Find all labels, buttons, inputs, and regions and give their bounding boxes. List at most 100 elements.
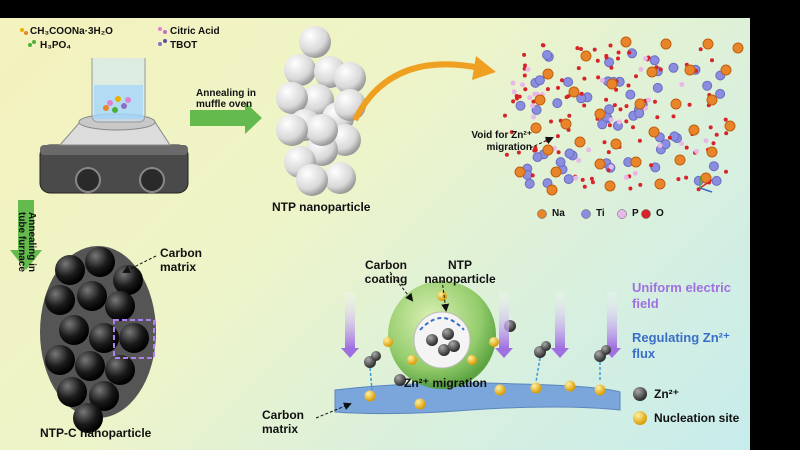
o-atom <box>607 123 612 128</box>
ti-atom <box>515 100 526 111</box>
na-atom <box>648 126 660 138</box>
black-nanoparticle <box>73 403 103 433</box>
o-atom <box>628 186 633 191</box>
o-atom <box>575 46 580 51</box>
label-carbon-coating: Carbon coating <box>364 258 408 286</box>
o-atom <box>511 99 516 104</box>
na-atom <box>604 180 616 192</box>
o-atom <box>698 47 703 52</box>
p-atom <box>599 77 605 83</box>
p-atom <box>679 82 685 87</box>
ntp-pointer <box>441 279 450 312</box>
black-nanoparticle <box>85 247 115 277</box>
carbon-matrix-pointer <box>122 255 157 273</box>
field-arrow-head <box>551 348 569 358</box>
o-atom <box>608 43 613 48</box>
o-atom <box>655 115 660 120</box>
o-atom <box>649 163 654 168</box>
legend-zn-icon <box>633 387 647 401</box>
p-atom <box>638 66 644 72</box>
o-atom <box>606 168 611 173</box>
p-atom <box>679 141 685 147</box>
o-atom <box>696 187 701 192</box>
o-atom <box>624 104 629 109</box>
white-nanoparticle <box>296 164 328 196</box>
label-annealing-muffle: Annealing in muffle oven <box>196 88 256 110</box>
p-atom <box>573 175 579 181</box>
field-arrow-shaft <box>345 292 355 348</box>
o-atom <box>606 150 611 155</box>
surface-ions <box>364 341 611 410</box>
flux-line <box>535 357 541 383</box>
o-atom <box>658 67 663 72</box>
ti-atom <box>711 175 722 186</box>
p-atom <box>510 80 516 86</box>
p-atom <box>694 148 700 154</box>
label-zn-migration: Zn²⁺ migration <box>404 376 487 390</box>
o-atom <box>724 131 729 136</box>
p-atom <box>531 114 537 120</box>
na-atom <box>634 98 646 110</box>
white-nanoparticle <box>284 54 316 86</box>
o-atom <box>612 103 617 108</box>
o-atom <box>549 119 553 124</box>
ntp-core <box>413 311 471 369</box>
label-annealing-tube: Annealing in tube furnace <box>16 211 37 272</box>
o-atom <box>504 152 509 157</box>
white-nanoparticle <box>276 114 308 146</box>
na-atom <box>534 94 546 106</box>
field-arrow-head <box>495 348 513 358</box>
label-carbon-matrix-2: Carbon matrix <box>262 408 304 436</box>
na-atom <box>594 108 606 120</box>
legend-na-dot <box>537 209 547 219</box>
na-atom <box>654 178 666 190</box>
p-atom <box>520 82 525 88</box>
reagent-sodium-acetate: CH₃COONa·3H₂O <box>30 26 113 37</box>
zn-ion <box>541 341 551 351</box>
field-arrow-shaft <box>555 292 565 348</box>
p-atom <box>532 91 538 97</box>
na-atom <box>674 154 686 166</box>
o-atom <box>582 76 587 81</box>
label-void-migration: Void for Zn²⁺ migration <box>471 130 532 153</box>
o-atom <box>724 169 728 174</box>
o-atom <box>604 55 609 60</box>
o-atom <box>556 150 561 155</box>
o-atom <box>522 52 527 57</box>
na-atom <box>542 144 554 156</box>
legend-zn-label: Zn²⁺ <box>654 387 679 401</box>
zn-ion <box>371 351 381 361</box>
ti-atom <box>625 89 636 100</box>
o-atom <box>579 91 584 96</box>
legend-p-label: P <box>632 208 639 219</box>
ti-atom <box>531 105 542 115</box>
reagent-icons <box>20 27 167 47</box>
o-atom <box>514 94 519 98</box>
na-atom <box>546 184 558 196</box>
o-atom <box>616 56 620 61</box>
ti-atom <box>532 152 543 163</box>
hotplate-stirrer <box>39 113 189 194</box>
na-atom <box>620 36 632 48</box>
ti-atom <box>534 75 545 86</box>
ti-atom <box>564 148 575 159</box>
o-atom <box>509 130 514 135</box>
na-atom <box>594 158 606 170</box>
na-atom <box>542 68 554 80</box>
na-atom <box>702 38 714 50</box>
o-atom <box>560 78 564 83</box>
electrode-schematic <box>334 281 621 415</box>
na-atom <box>560 118 572 130</box>
na-atom <box>610 138 622 150</box>
reagent-citric-acid: Citric Acid <box>170 26 220 37</box>
label-regulating-flux: Regulating Zn²⁺ flux <box>632 330 730 361</box>
nucleation-site <box>564 380 576 392</box>
crystal-legend-dots <box>537 209 651 219</box>
legend-o-dot <box>641 209 651 219</box>
void-pointer <box>529 136 554 149</box>
o-atom <box>614 87 619 92</box>
black-nanoparticle <box>89 381 119 411</box>
flux-line <box>369 367 373 391</box>
legend-nucleation-label: Nucleation site <box>654 411 740 425</box>
